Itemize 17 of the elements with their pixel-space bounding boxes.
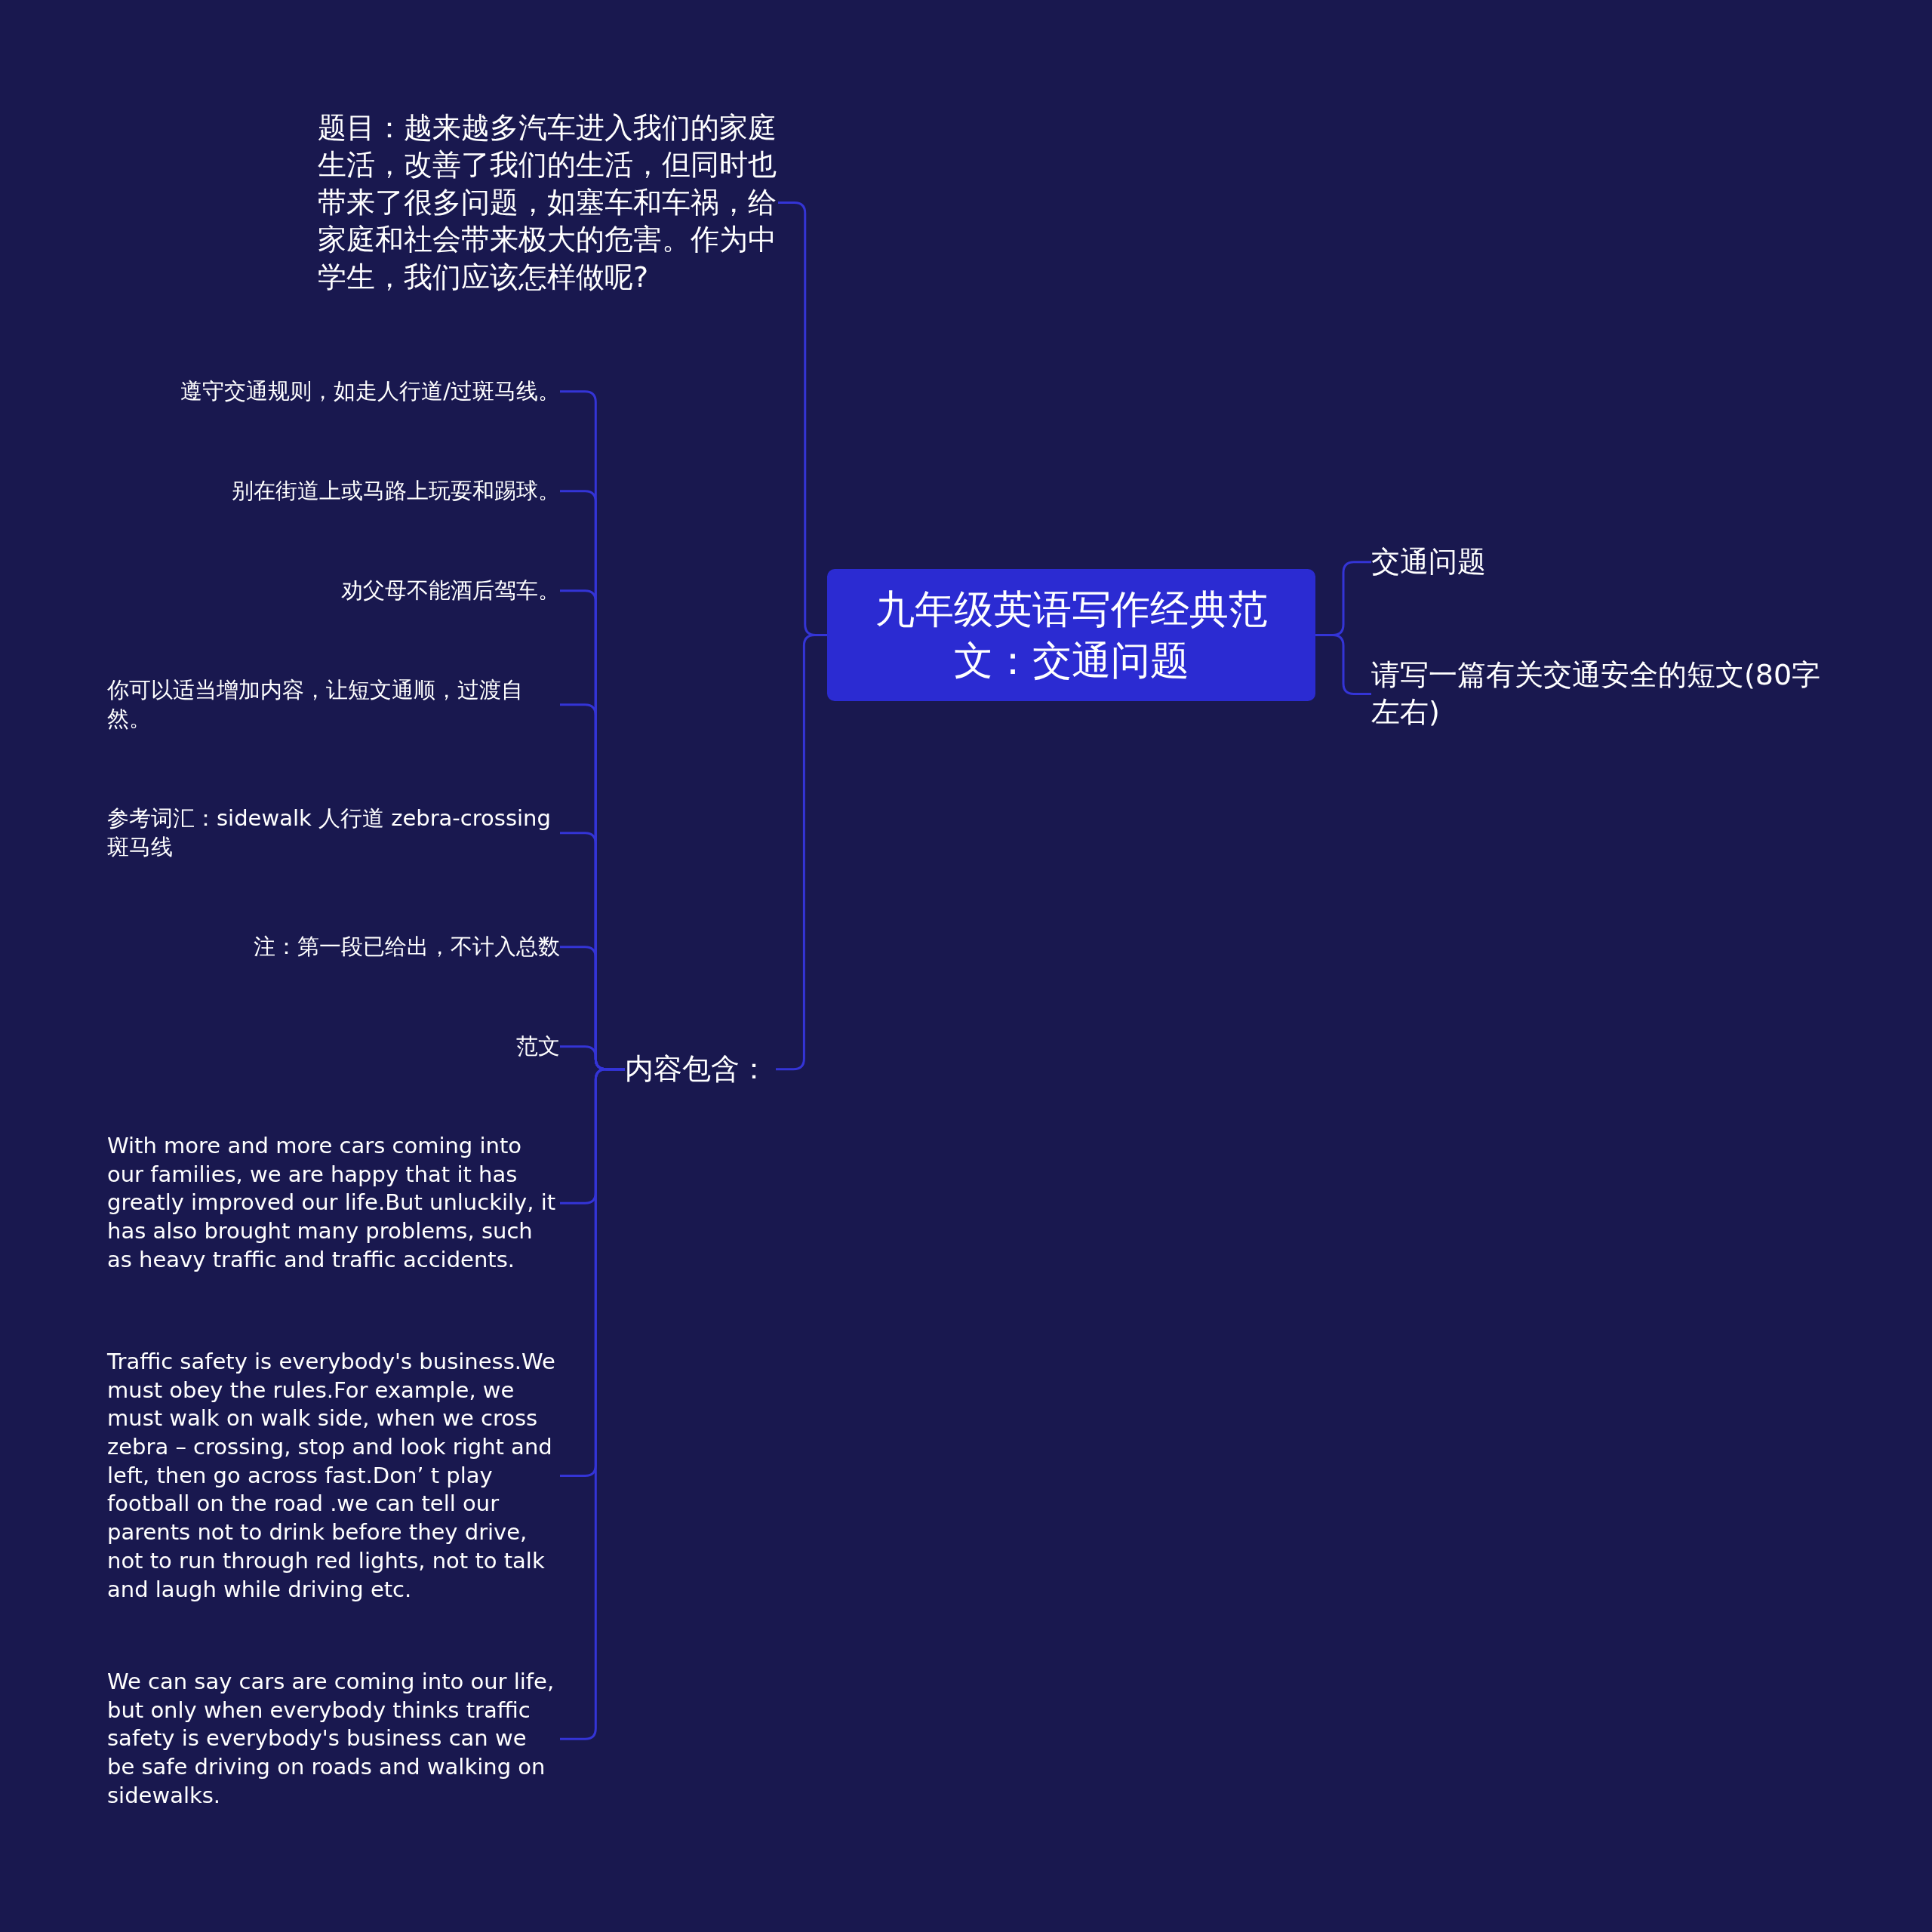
topic-text: 参考词汇：sidewalk 人行道 zebra-crossing 斑马线 (107, 804, 560, 862)
connector-line (1315, 634, 1371, 695)
topic-text: Traffic safety is everybody's business.We must obey the rules.For example, we must walk on walk side, when we cross zebra – crossing, stop and look right and left, then go across fast.Don’ t play football on the road .we can tell our parents not to drink before they drive, not to run through red lights, not to talk and laugh while driving etc. (107, 1348, 560, 1604)
topic-text: 遵守交通规则，如走人行道/过斑马线。 (107, 377, 560, 406)
connector-line (560, 1068, 625, 1740)
topic-text: 劝父母不能酒后驾车。 (107, 577, 560, 605)
topic-text: With more and more cars coming into our families, we are happy that it has greatly improved our life.But unluckily, it has also brought many problems, such as heavy traffic and traffic accidents. (107, 1132, 560, 1275)
topic-text: 范文 (107, 1032, 560, 1061)
central-topic-box: 九年级英语写作经典范文：交通问题 (827, 569, 1315, 702)
topic-text: 注：第一段已给出，不计入总数 (107, 933, 560, 961)
topic-text: 内容包含： (625, 1051, 776, 1088)
topic-text: We can say cars are coming into our life, but only when everybody thinks traffic safety is everybody's business can we be safe driving on roads and walking on sidewalks. (107, 1668, 560, 1810)
topic-text: 题目：越来越多汽车进入我们的家庭生活，改善了我们的生活，但同时也带来了很多问题，如塞车和车祸，给家庭和社会带来极大的危害。作为中学生，我们应该怎样做呢? (318, 109, 778, 296)
topic-text: 请写一篇有关交通安全的短文(80字左右) (1371, 657, 1839, 731)
topic-text: 交通问题 (1371, 543, 1794, 581)
topic-text: 你可以适当增加内容，让短文通顺，过渡自然。 (107, 676, 560, 734)
topic-text: 别在街道上或马路上玩耍和踢球。 (107, 477, 560, 506)
